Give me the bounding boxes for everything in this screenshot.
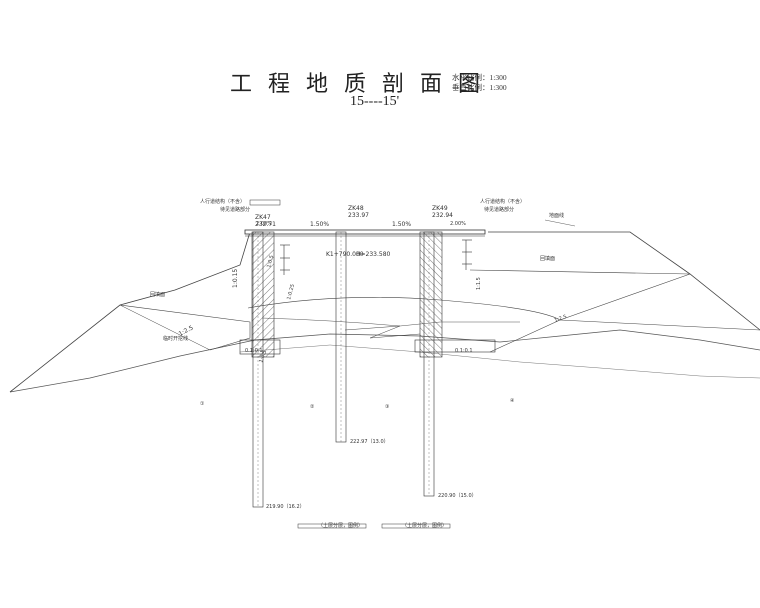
backfill-left-label: 回填面	[150, 291, 165, 298]
zigzag-boundary	[344, 325, 421, 339]
station-label: K1+790.000	[326, 251, 364, 258]
backfill-right-label: 回填面	[540, 255, 555, 262]
legend-bar-left	[297, 523, 367, 529]
left-rebar-marks	[280, 244, 290, 275]
depth-zk47: 219.90（16.2）	[266, 504, 305, 510]
slope-right-edge: 2.00%	[450, 221, 466, 227]
remove-left-label: 待见道路部分	[220, 206, 250, 213]
ratio-c: 1:0.25	[286, 284, 296, 301]
slope-left: 1.50%	[310, 221, 329, 228]
ground-line	[9, 329, 760, 393]
lower-ground-line	[239, 344, 760, 379]
temp-slope-label: 临时开挖线	[163, 335, 188, 342]
borehole-zk49	[423, 231, 435, 497]
sidewalk-left-label: 人行道结构（不含）	[200, 198, 245, 205]
vertical-scale: 垂直比例：1:300	[452, 83, 507, 92]
right-wall-base	[414, 339, 496, 353]
ratio-h: 1:1.5	[476, 277, 482, 290]
section-id: 15----15'	[350, 94, 400, 109]
zk48-elev: 233.97	[348, 212, 369, 219]
legend-bar-right	[381, 523, 451, 529]
zk49-id: ZK49	[432, 205, 448, 212]
borehole-zk48	[335, 231, 347, 443]
ratio-i: 1:2.5	[554, 314, 568, 324]
road-deck	[244, 229, 486, 235]
layer-2: ②	[310, 404, 315, 410]
ratio-b: 1:0.15	[232, 269, 239, 288]
slope-left-edge: 2.00%	[256, 221, 272, 227]
legend-box-top	[249, 199, 281, 206]
ground-line-label: 地面线	[549, 212, 564, 219]
right-rebar-marks	[462, 239, 472, 270]
legend-left-label: （土层分层，图例）	[318, 522, 363, 529]
right-backfill	[469, 269, 691, 353]
layer-boundary-2	[261, 317, 520, 327]
ratio-g: 0.1:0.1	[455, 348, 473, 354]
slope-right: 1.50%	[392, 221, 411, 228]
depth-zk48: 222.97（13.0）	[350, 439, 389, 445]
ratio-f: 0.1:0.1	[245, 348, 263, 354]
ratio-d: 1:0.5	[266, 255, 275, 269]
sidewalk-right-label: 人行道结构（不含）	[480, 198, 525, 205]
borehole-zk47	[252, 231, 264, 508]
left-slope	[9, 231, 251, 393]
zk47-id: ZK47	[255, 214, 271, 221]
zk48-id: ZK48	[348, 205, 364, 212]
layer-boundary-1	[247, 297, 561, 321]
zk49-elev: 232.94	[432, 212, 453, 219]
left-backfill	[119, 304, 251, 351]
depth-zk49: 220.90（15.0）	[438, 493, 477, 499]
layer-1: ①	[200, 401, 205, 407]
design-elev: H=233.580	[356, 251, 391, 258]
legend-right-label: （土层分层，图例）	[402, 522, 447, 529]
layer-4: ④	[510, 398, 515, 404]
zk47-elev: 232.71	[255, 221, 276, 228]
right-slope	[488, 231, 760, 331]
layer-3: ③	[385, 404, 389, 410]
ratio-e: 1:0.5	[258, 350, 268, 364]
horizontal-scale: 水平比例：1:300	[452, 73, 507, 82]
left-wall-base	[239, 339, 281, 355]
right-wall	[419, 231, 443, 358]
remove-right-label: 待见道路部分	[484, 206, 514, 213]
drawing-title: 工程地质剖面图	[230, 72, 497, 97]
